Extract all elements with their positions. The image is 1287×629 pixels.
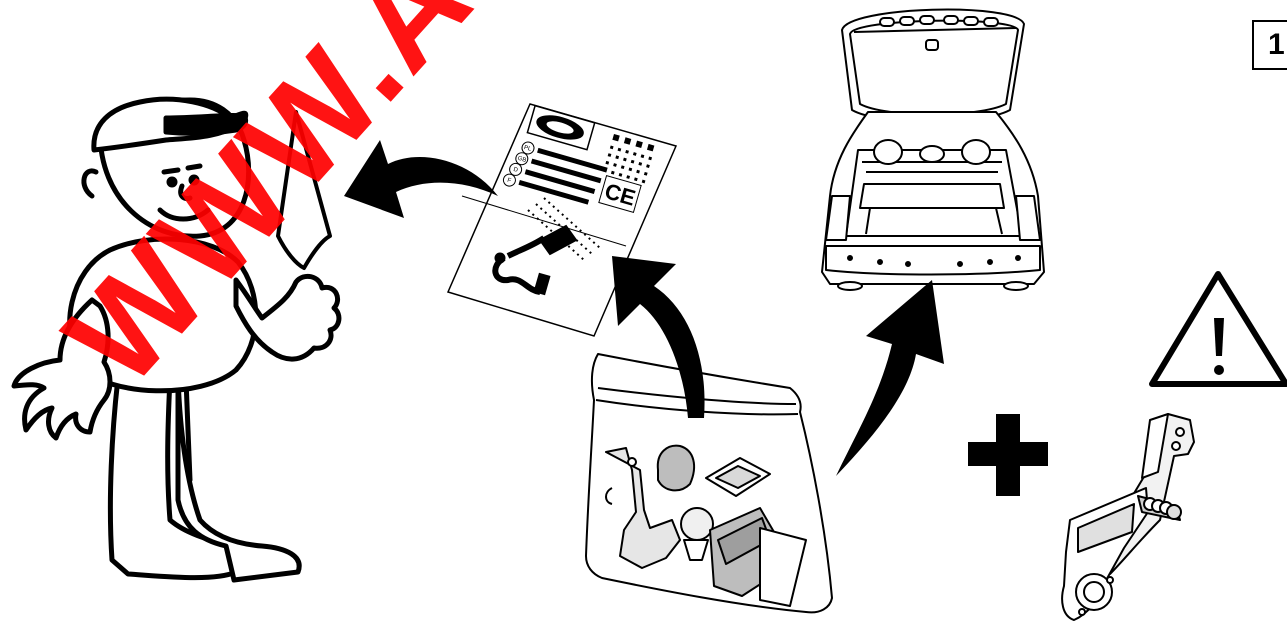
- parts-bag: [586, 354, 832, 612]
- plus-sign-icon: [968, 414, 1048, 496]
- ball-cap-part: [658, 446, 694, 491]
- arrow-bag-to-car: [836, 280, 944, 476]
- car-rear-open-tailgate: [822, 10, 1044, 290]
- towball-part: [681, 508, 713, 540]
- warning-triangle-icon: [1152, 274, 1286, 384]
- mechanic-figure: [14, 99, 339, 580]
- arrow-to-mechanic: [344, 140, 498, 218]
- socket-mounting-bracket: [1062, 414, 1194, 620]
- step-number-badge: 1: [1252, 20, 1287, 70]
